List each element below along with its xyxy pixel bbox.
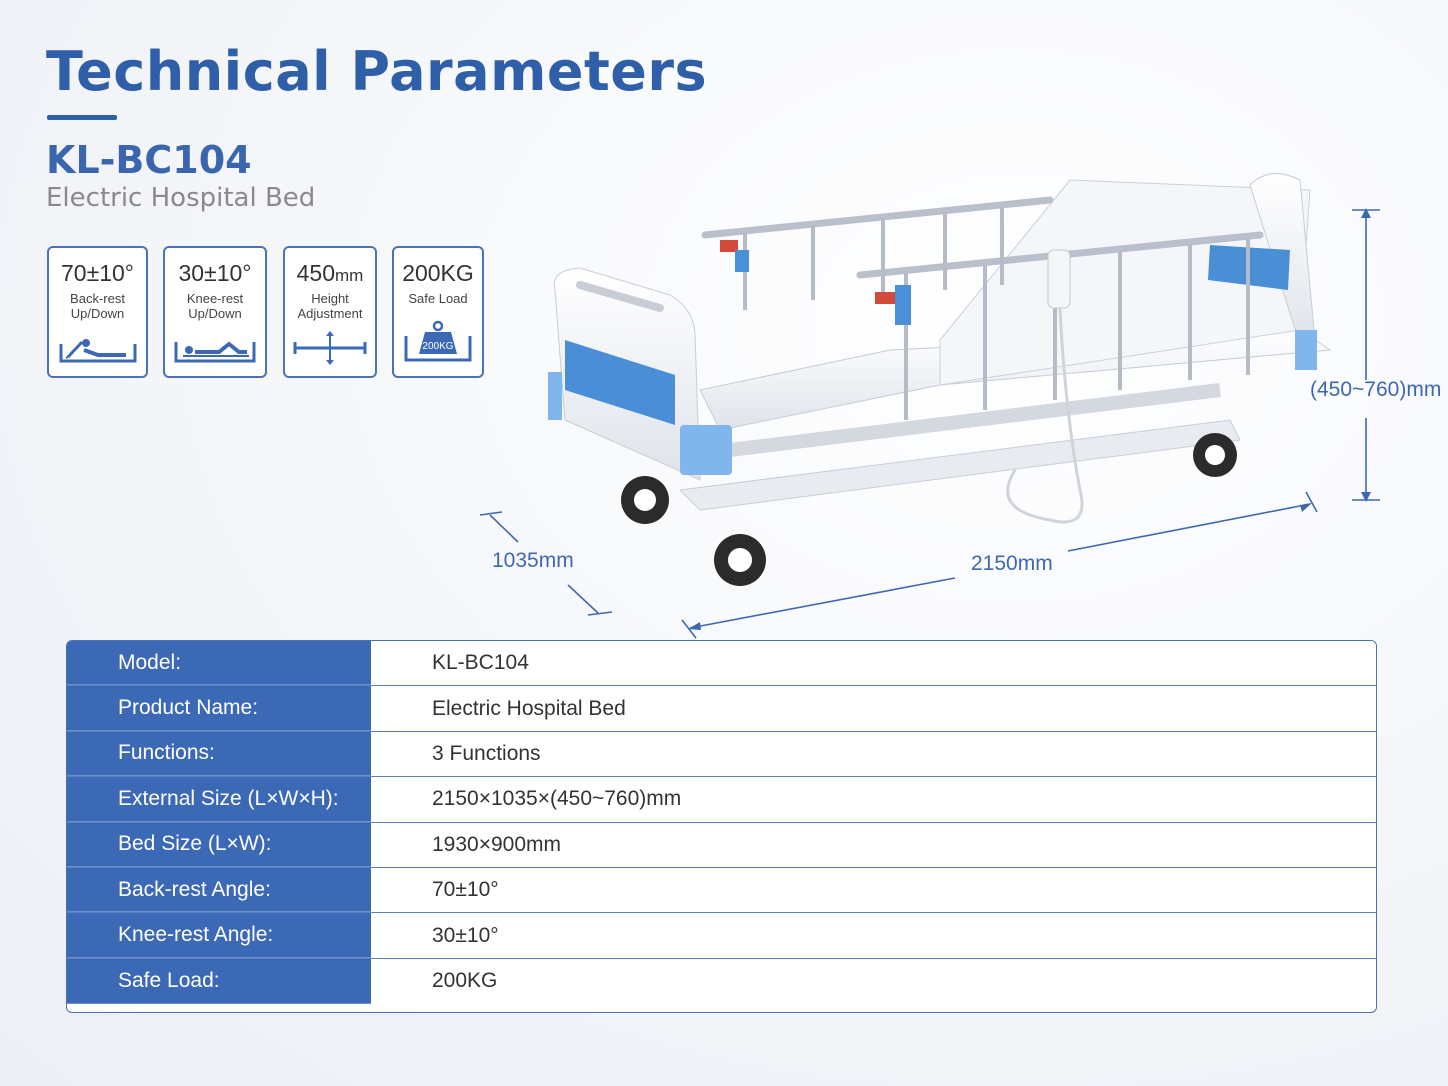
weight-icon-label: 200KG <box>422 341 453 352</box>
spec-label: Functions: <box>67 731 371 777</box>
feature-label: Safe Load <box>408 291 468 306</box>
feature-card-load: 200KG Safe Load 200KG <box>392 246 484 378</box>
spec-value: Electric Hospital Bed <box>371 686 1376 731</box>
feature-value: 70±10° <box>61 260 134 286</box>
kneerest-icon <box>174 341 256 363</box>
spec-value: 200KG <box>371 958 1376 1005</box>
feature-value: 450mm <box>296 260 364 286</box>
backrest-icon <box>59 339 136 363</box>
spec-label: Back-rest Angle: <box>67 867 371 913</box>
hospital-bed-image <box>479 173 1380 639</box>
product-subtitle: Electric Hospital Bed <box>46 183 316 213</box>
feature-value: 200KG <box>402 260 474 286</box>
table-row: Functions: 3 Functions <box>67 731 1376 778</box>
spec-value: 1930×900mm <box>371 822 1376 867</box>
length-dimension-label: 2150mm <box>971 552 1053 575</box>
bed-illustration: (450~760)mm 2150mm 1035mm <box>470 150 1448 640</box>
table-row: External Size (L×W×H): 2150×1035×(450~76… <box>67 777 1376 823</box>
table-row: Knee-rest Angle: 30±10° <box>67 913 1376 959</box>
height-dimension-label: (450~760)mm <box>1310 378 1442 401</box>
spec-label: Safe Load: <box>67 958 371 1005</box>
table-row: Bed Size (L×W): 1930×900mm <box>67 822 1376 868</box>
width-dimension-label: 1035mm <box>492 549 574 572</box>
spec-label: Product Name: <box>67 686 371 731</box>
title-underline <box>47 115 117 120</box>
height-icon <box>293 331 367 365</box>
table-row: Back-rest Angle: 70±10° <box>67 867 1376 914</box>
spec-value: KL-BC104 <box>371 641 1376 686</box>
spec-label: Bed Size (L×W): <box>67 822 371 867</box>
spec-table: Model: KL-BC104 Product Name: Electric H… <box>66 640 1377 1013</box>
spec-label: External Size (L×W×H): <box>67 777 371 822</box>
page-title: Technical Parameters <box>46 40 708 103</box>
spec-value: 2150×1035×(450~760)mm <box>371 777 1376 822</box>
spec-label: Model: <box>67 641 371 686</box>
spec-value: 30±10° <box>371 913 1376 958</box>
spec-label: Knee-rest Angle: <box>67 913 371 958</box>
table-row: Product Name: Electric Hospital Bed <box>67 686 1376 732</box>
feature-value: 30±10° <box>178 260 252 286</box>
spec-value: 3 Functions <box>371 731 1376 777</box>
spec-value: 70±10° <box>371 867 1376 913</box>
model-name: KL-BC104 <box>46 138 252 182</box>
table-row: Safe Load: 200KG <box>67 958 1376 1005</box>
weight-icon: 200KG <box>404 320 472 362</box>
table-row: Model: KL-BC104 <box>67 641 1376 687</box>
